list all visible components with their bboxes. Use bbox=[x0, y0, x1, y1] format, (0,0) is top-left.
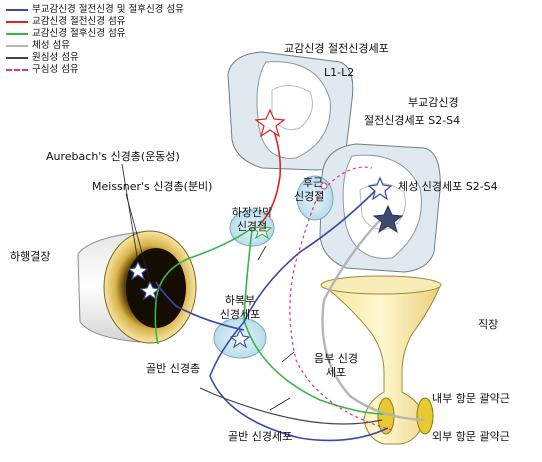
legend-label: 교감신경 절전신경 섬유 bbox=[32, 16, 125, 28]
legend: 부교감신경 절전신경 및 절후신경 섬유 교감신경 절전신경 섬유 교감신경 절… bbox=[6, 4, 184, 76]
legend-label: 체성 섬유 bbox=[32, 40, 70, 52]
legend-swatch bbox=[6, 57, 28, 59]
legend-label: 원심성 섬유 bbox=[32, 52, 79, 64]
descending-colon bbox=[78, 231, 196, 343]
legend-item: 원심성 섬유 bbox=[6, 52, 184, 64]
label-inferior-mesenteric-line2: 신경절 bbox=[224, 220, 280, 233]
legend-label: 부교감신경 절전신경 및 절후신경 섬유 bbox=[32, 4, 184, 16]
legend-swatch bbox=[6, 45, 28, 47]
label-meissner: Meissner's 신경총(분비) bbox=[92, 180, 212, 193]
legend-swatch bbox=[6, 9, 28, 11]
label-dorsal-root-line1: 후근 bbox=[296, 176, 330, 189]
label-parasympathetic-line1: 부교감신경 bbox=[408, 96, 459, 109]
legend-item: 교감신경 절전신경 섬유 bbox=[6, 16, 184, 28]
label-pelvic-nerve-cells: 골반 신경세포 bbox=[228, 430, 292, 443]
label-hypogastric-line1: 하복부 bbox=[210, 294, 270, 307]
legend-label: 구심성 섬유 bbox=[32, 64, 79, 76]
label-parasympathetic-line2: 절전신경세포 S2-S4 bbox=[364, 114, 460, 127]
label-pelvic-plexus: 골반 신경총 bbox=[146, 362, 200, 375]
legend-item: 구심성 섬유 bbox=[6, 64, 184, 76]
label-dorsal-root-line2: 신경절 bbox=[294, 190, 324, 203]
label-somatic-cells: 체성 신경세포 S2-S4 bbox=[398, 180, 498, 193]
label-internal-sphincter: 내부 항문 괄약근 bbox=[432, 392, 510, 405]
efferent-fiber bbox=[200, 388, 382, 424]
label-pudendal-line2: 세포 bbox=[294, 366, 378, 379]
legend-swatch bbox=[6, 69, 28, 71]
legend-item: 교감신경 절후신경 섬유 bbox=[6, 28, 184, 40]
label-sympathetic-cells: 교감신경 절전신경세포 bbox=[284, 42, 389, 55]
label-inferior-mesenteric-line1: 하장간막 bbox=[224, 206, 280, 219]
legend-label: 교감신경 절후신경 섬유 bbox=[32, 28, 125, 40]
spinal-cord-s2-s4 bbox=[320, 144, 440, 272]
label-aurebach: Aurebach's 신경총(운동성) bbox=[46, 150, 180, 163]
label-descending-colon: 하행결장 bbox=[10, 250, 50, 263]
label-l1-l2: L1-L2 bbox=[324, 66, 354, 79]
label-rectum: 직장 bbox=[478, 318, 498, 331]
label-pudendal-line1: 음부 신경 bbox=[294, 352, 378, 365]
label-external-sphincter: 외부 항문 괄약근 bbox=[432, 430, 510, 443]
legend-item: 체성 섬유 bbox=[6, 40, 184, 52]
internal-sphincter-right bbox=[417, 398, 433, 434]
legend-item: 부교감신경 절전신경 및 절후신경 섬유 bbox=[6, 4, 184, 16]
legend-swatch bbox=[6, 33, 28, 35]
legend-swatch bbox=[6, 21, 28, 23]
label-hypogastric-line2: 신경세포 bbox=[210, 308, 270, 321]
